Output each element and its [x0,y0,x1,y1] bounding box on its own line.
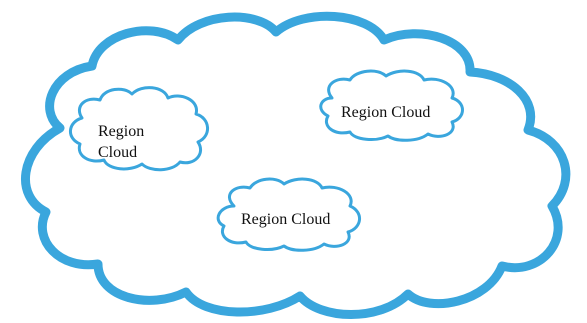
region-cloud-3-label: Region Cloud [241,211,330,228]
region-cloud-3-outline [216,177,361,252]
region-cloud-1-label-line-2: Cloud [98,144,137,161]
region-cloud-2-label-line-1: Region Cloud [341,104,430,121]
region-cloud-2-label: Region Cloud [341,104,430,121]
region-cloud-1-label: Region Cloud [98,123,148,161]
region-cloud-2: Region Cloud [319,69,464,142]
region-cloud-1-label-line-1: Region [98,123,144,140]
region-cloud-2-outline [319,69,464,142]
region-cloud-1: Region Cloud [69,86,209,172]
region-cloud-3-label-line-1: Region Cloud [241,211,330,228]
region-cloud-1-outline [69,86,209,172]
region-cloud-3: Region Cloud [216,177,361,252]
